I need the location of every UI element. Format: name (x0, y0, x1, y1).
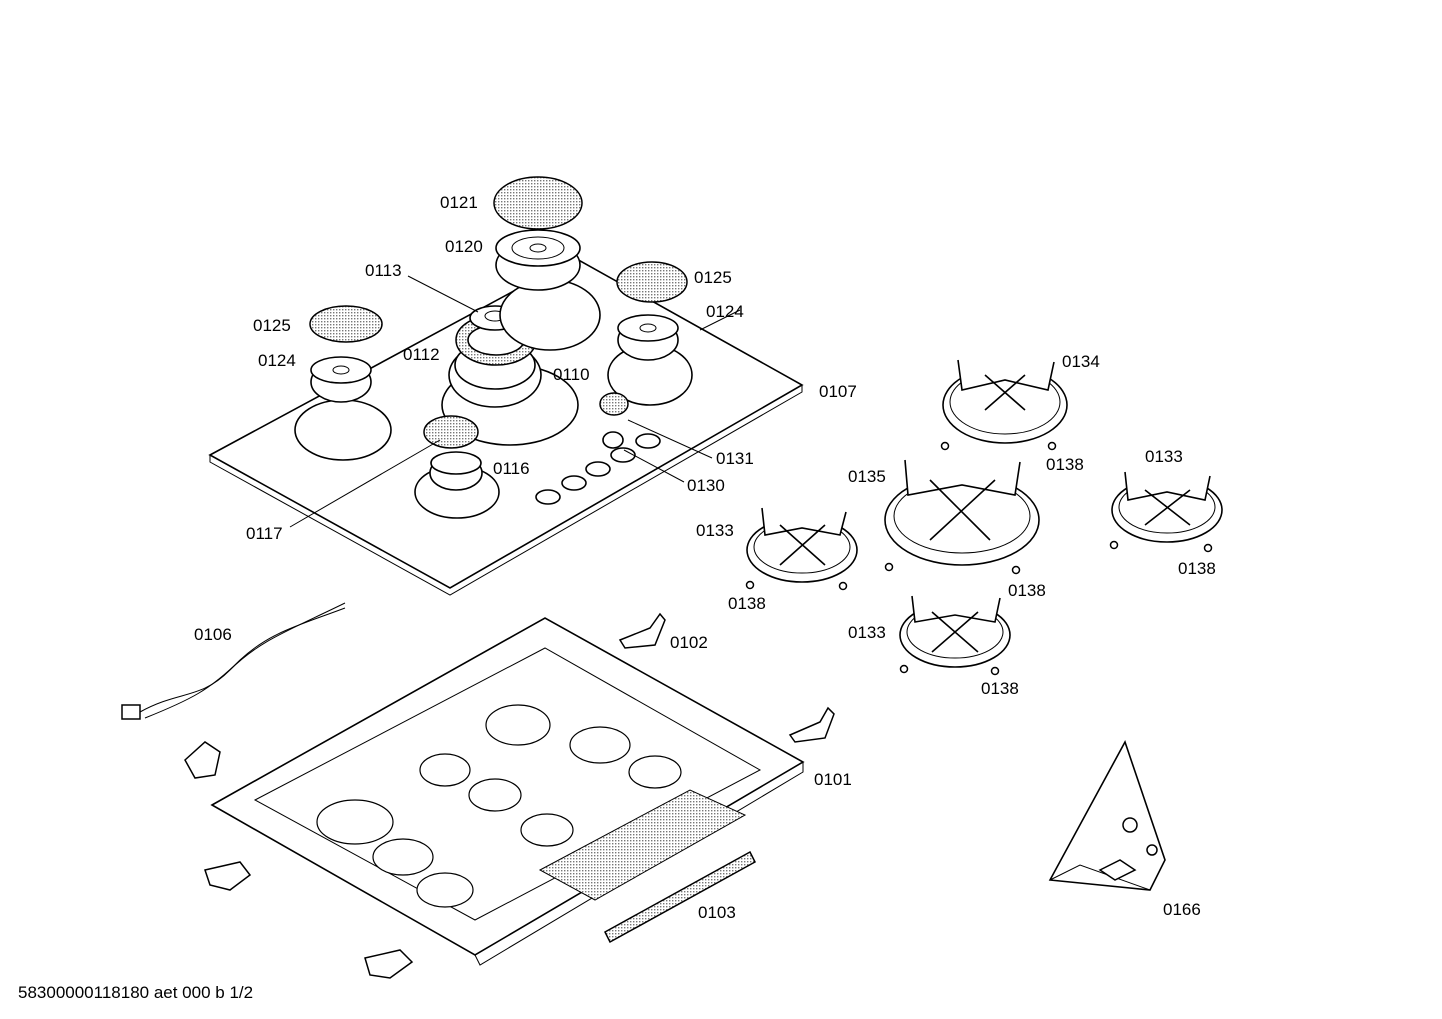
label-0134: 0134 (1062, 352, 1100, 371)
burner-right (607, 261, 693, 406)
base-tray-0101 (210, 617, 805, 966)
bag-0166 (1048, 740, 1166, 891)
label-0110: 0110 (553, 365, 590, 384)
label-0101: 0101 (814, 770, 852, 789)
label-0138: 0138 (981, 679, 1019, 698)
burner-small-front (414, 415, 500, 519)
label-0138: 0138 (728, 594, 766, 613)
pan-support-0133-right (1111, 471, 1223, 543)
label-0106: 0106 (194, 625, 232, 644)
label-0113: 0113 (365, 261, 402, 280)
label-0166: 0166 (1163, 900, 1201, 919)
pan-support-0135 (884, 459, 1040, 566)
label-0133: 0133 (848, 623, 886, 642)
rubber-feet-0138 (745, 441, 1213, 676)
label-0102: 0102 (670, 633, 708, 652)
label-0117: 0117 (246, 524, 283, 543)
label-0135: 0135 (848, 467, 886, 486)
label-0125: 0125 (694, 268, 732, 287)
label-0131: 0131 (716, 449, 754, 468)
label-0107: 0107 (819, 382, 857, 401)
control-knob-holes (535, 392, 661, 505)
clamps (184, 612, 835, 979)
cable-0106 (121, 602, 346, 720)
pan-support-0134 (942, 359, 1068, 444)
leader-lines (289, 275, 741, 528)
label-0138: 0138 (1046, 455, 1084, 474)
seal-strip-0103 (604, 850, 756, 944)
pan-support-0133-left (746, 507, 858, 583)
burner-left (294, 305, 392, 461)
burner-large-rear (493, 176, 601, 351)
label-0121: 0121 (440, 193, 478, 212)
label-0133: 0133 (1145, 447, 1183, 466)
label-0138: 0138 (1008, 581, 1046, 600)
label-0133: 0133 (696, 521, 734, 540)
label-0120: 0120 (445, 237, 483, 256)
label-0124: 0124 (706, 302, 744, 321)
label-0130: 0130 (687, 476, 725, 495)
drawing-number-footer: 58300000118180 aet 000 b 1/2 (18, 983, 253, 1002)
label-0116: 0116 (493, 459, 530, 478)
label-0125: 0125 (253, 316, 291, 335)
label-0124: 0124 (258, 351, 296, 370)
label-0112: 0112 (403, 345, 440, 364)
pan-support-0133-front (899, 595, 1011, 668)
label-0103: 0103 (698, 903, 736, 922)
label-0138: 0138 (1178, 559, 1216, 578)
part-labels: 0121 0120 0113 0125 0125 0124 0124 0112 … (18, 193, 1216, 1002)
